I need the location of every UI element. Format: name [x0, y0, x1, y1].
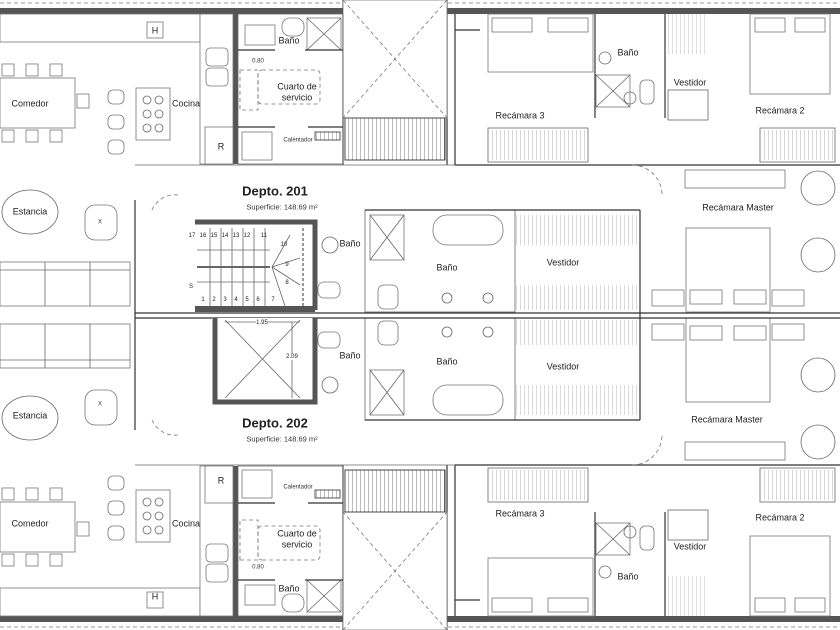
unit-title-202: Depto. 202 — [242, 415, 308, 431]
room-label-vestidor: Vestidor — [546, 361, 580, 372]
room-label-estancia: Estancia — [12, 410, 48, 421]
room-label-vestidor: Vestidor — [546, 257, 580, 268]
room-label-vestidor: Vestidor — [673, 541, 707, 552]
unit-title-201: Depto. 201 — [242, 183, 308, 199]
symbol-x: X — [97, 401, 103, 408]
room-label-recamara-3: Recámara 3 — [495, 508, 545, 519]
room-label-servicio-1: Cuarto de — [277, 81, 317, 92]
stair-step: 11 — [260, 233, 268, 239]
symbol-r: R — [217, 141, 225, 152]
room-label-recamara-2: Recámara 2 — [755, 512, 805, 523]
room-label-bano: Baño — [278, 35, 300, 46]
room-label-comedor: Comedor — [11, 98, 49, 109]
room-label-cocina: Cocina — [171, 98, 201, 109]
room-label-servicio-2: servicio — [281, 92, 313, 103]
lower-unit-drawing — [0, 314, 840, 630]
stair-step: 5 — [245, 297, 249, 303]
room-label-bano: Baño — [617, 47, 639, 58]
dimension-door: 0.80 — [252, 564, 264, 571]
room-label-cocina: Cocina — [171, 518, 201, 529]
room-label-recamara-2: Recámara 2 — [755, 105, 805, 116]
room-label-bano: Baño — [339, 350, 361, 361]
room-label-recamara-master: Recámara Master — [691, 414, 763, 425]
symbol-r: R — [217, 475, 225, 486]
room-label-comedor: Comedor — [11, 518, 49, 529]
elevator-shaft — [212, 318, 318, 406]
room-label-recamara-3: Recámara 3 — [495, 110, 545, 121]
stair-start-marker: S — [188, 284, 194, 290]
staircase — [195, 219, 318, 312]
room-label-servicio-2: servicio — [281, 539, 313, 550]
room-label-bano: Baño — [278, 583, 300, 594]
dimension-elevator-depth: 2.09 — [286, 354, 298, 360]
stair-step: 15 — [210, 233, 218, 239]
room-label-bano: Baño — [339, 238, 361, 249]
room-label-recamara-master: Recámara Master — [702, 202, 774, 213]
dimension-elevator-width: 1.95 — [256, 320, 268, 326]
stair-step: 9 — [285, 262, 289, 268]
stair-step: 8 — [285, 280, 289, 286]
stair-step: 6 — [256, 297, 260, 303]
room-label-servicio-1: Cuarto de — [277, 528, 317, 539]
stair-step: 16 — [199, 233, 207, 239]
symbol-h: H — [151, 25, 159, 36]
stair-step: 3 — [223, 297, 227, 303]
room-label-estancia: Estancia — [12, 206, 48, 217]
unit-area-201: Superficie: 148.69 m² — [246, 202, 318, 212]
dimension-door: 0.80 — [252, 58, 264, 65]
stair-step: 2 — [212, 297, 216, 303]
stair-step: 7 — [271, 297, 275, 303]
upper-unit-drawing — [0, 0, 840, 316]
label-calentador: Calentador — [283, 137, 313, 144]
stair-step: 13 — [232, 233, 240, 239]
label-calentador: Calentador — [283, 484, 313, 491]
stair-step: 1 — [201, 297, 205, 303]
symbol-h: H — [151, 591, 159, 602]
room-label-bano: Baño — [436, 356, 458, 367]
stair-step: 12 — [243, 233, 251, 239]
room-label-bano: Baño — [617, 571, 639, 582]
symbol-x: X — [97, 219, 103, 226]
stair-step: 14 — [221, 233, 229, 239]
stair-step: 10 — [280, 242, 288, 248]
room-label-bano: Baño — [436, 262, 458, 273]
room-label-vestidor: Vestidor — [673, 77, 707, 88]
stair-step: 4 — [234, 297, 238, 303]
unit-area-202: Superficie: 148.69 m² — [246, 434, 318, 444]
stair-step: 17 — [188, 233, 196, 239]
